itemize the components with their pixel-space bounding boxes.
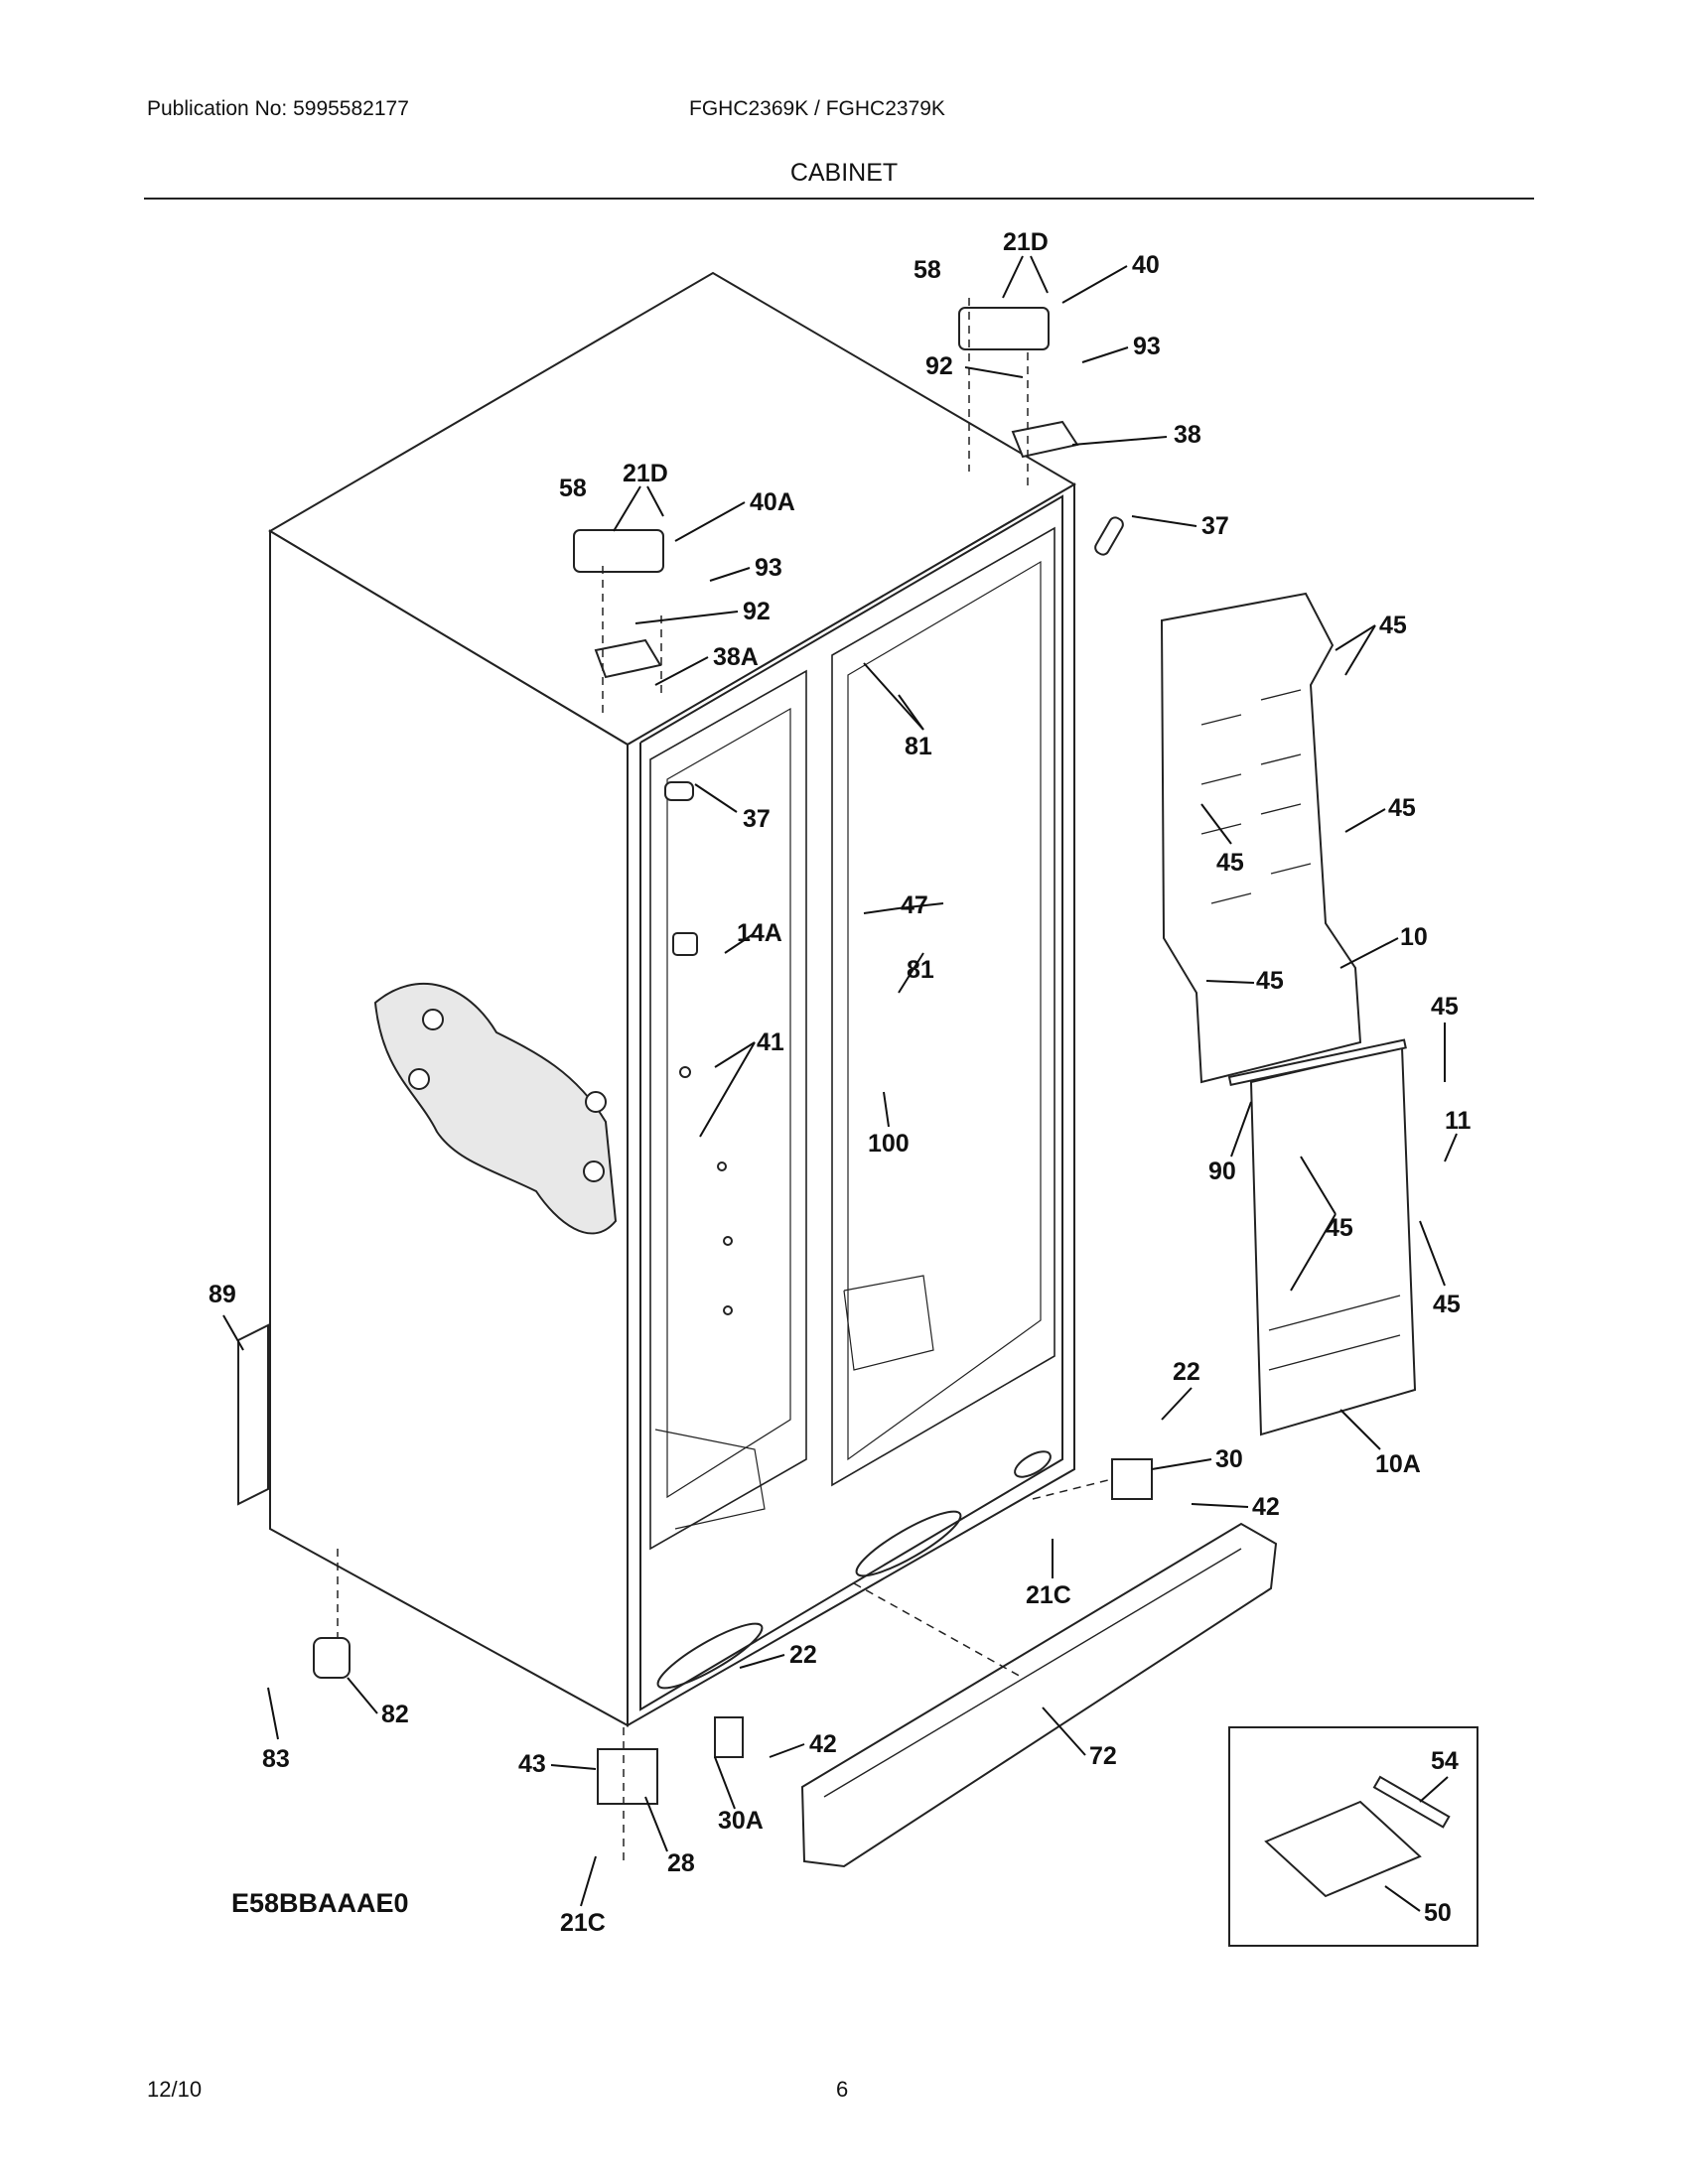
callout-93-top: 93 [1133,333,1161,360]
callout-81-upper: 81 [905,733,932,760]
foam-insulation-cutaway [373,982,618,1235]
callout-45-b: 45 [1388,794,1416,822]
leader-lines [222,255,1458,1912]
callout-45-h: 45 [1433,1291,1461,1318]
callout-22-left: 22 [789,1641,817,1669]
callout-30A: 30A [718,1807,764,1835]
callout-45-c: 45 [1216,849,1244,877]
callout-54: 54 [1431,1747,1459,1775]
callout-10: 10 [1400,923,1428,951]
callout-45-d: 45 [1256,967,1284,995]
revision-date: 12/10 [147,2077,203,2102]
callout-37-right: 37 [1201,512,1229,540]
ice-container-inset [1228,1726,1478,1947]
callout-43: 43 [518,1750,546,1778]
header-rule [144,198,1534,200]
callout-42-right: 42 [1252,1493,1280,1521]
callout-22-right: 22 [1173,1358,1200,1386]
callout-93-left: 93 [755,554,782,582]
callout-21C-bottom: 21C [560,1909,606,1937]
callout-81-lower: 81 [907,956,934,984]
callout-38A: 38A [713,643,759,671]
callout-92-left: 92 [743,598,771,625]
callout-37-left: 37 [743,805,771,833]
publication-number: Publication No: 5995582177 [147,97,409,120]
callout-72: 72 [1089,1742,1117,1770]
callout-45-a: 45 [1379,612,1407,639]
callout-42-left: 42 [809,1730,837,1758]
callout-28: 28 [667,1849,695,1877]
callout-21C-right: 21C [1026,1581,1071,1609]
callout-83: 83 [262,1745,290,1773]
callout-40: 40 [1132,251,1160,279]
callout-30: 30 [1215,1445,1243,1473]
callout-50: 50 [1424,1899,1452,1927]
toe-grille [800,1522,1278,1868]
callout-11: 11 [1445,1107,1472,1135]
callout-38: 38 [1174,421,1201,449]
callout-58-left: 58 [559,475,587,502]
callout-45-g: 45 [1326,1214,1353,1242]
model-numbers: FGHC2369K / FGHC2379K [689,97,945,120]
callout-58-top: 58 [914,256,941,284]
callout-90: 90 [1208,1158,1236,1185]
callout-40A: 40A [750,488,795,516]
back-panels [1160,592,1417,1436]
page-number: 6 [836,2077,849,2102]
diagram-code: E58BBAAAE0 [231,1888,409,1918]
callout-92-top: 92 [925,352,953,380]
callout-10A: 10A [1375,1450,1421,1478]
callout-100: 100 [868,1130,910,1158]
callout-21D-top: 21D [1003,228,1049,256]
callout-41: 41 [757,1028,784,1056]
callout-82: 82 [381,1701,409,1728]
section-title: CABINET [789,159,899,187]
callout-45-e: 45 [1431,993,1459,1021]
callout-labels: 21D 58 40 93 92 38 37 58 21D 40A 93 92 3… [209,228,1472,1937]
guide-lines [337,298,1113,1866]
callout-89: 89 [209,1281,236,1308]
callout-14A: 14A [737,919,782,947]
hinges-and-hardware [237,307,1153,1805]
callout-21D-left: 21D [623,460,668,487]
